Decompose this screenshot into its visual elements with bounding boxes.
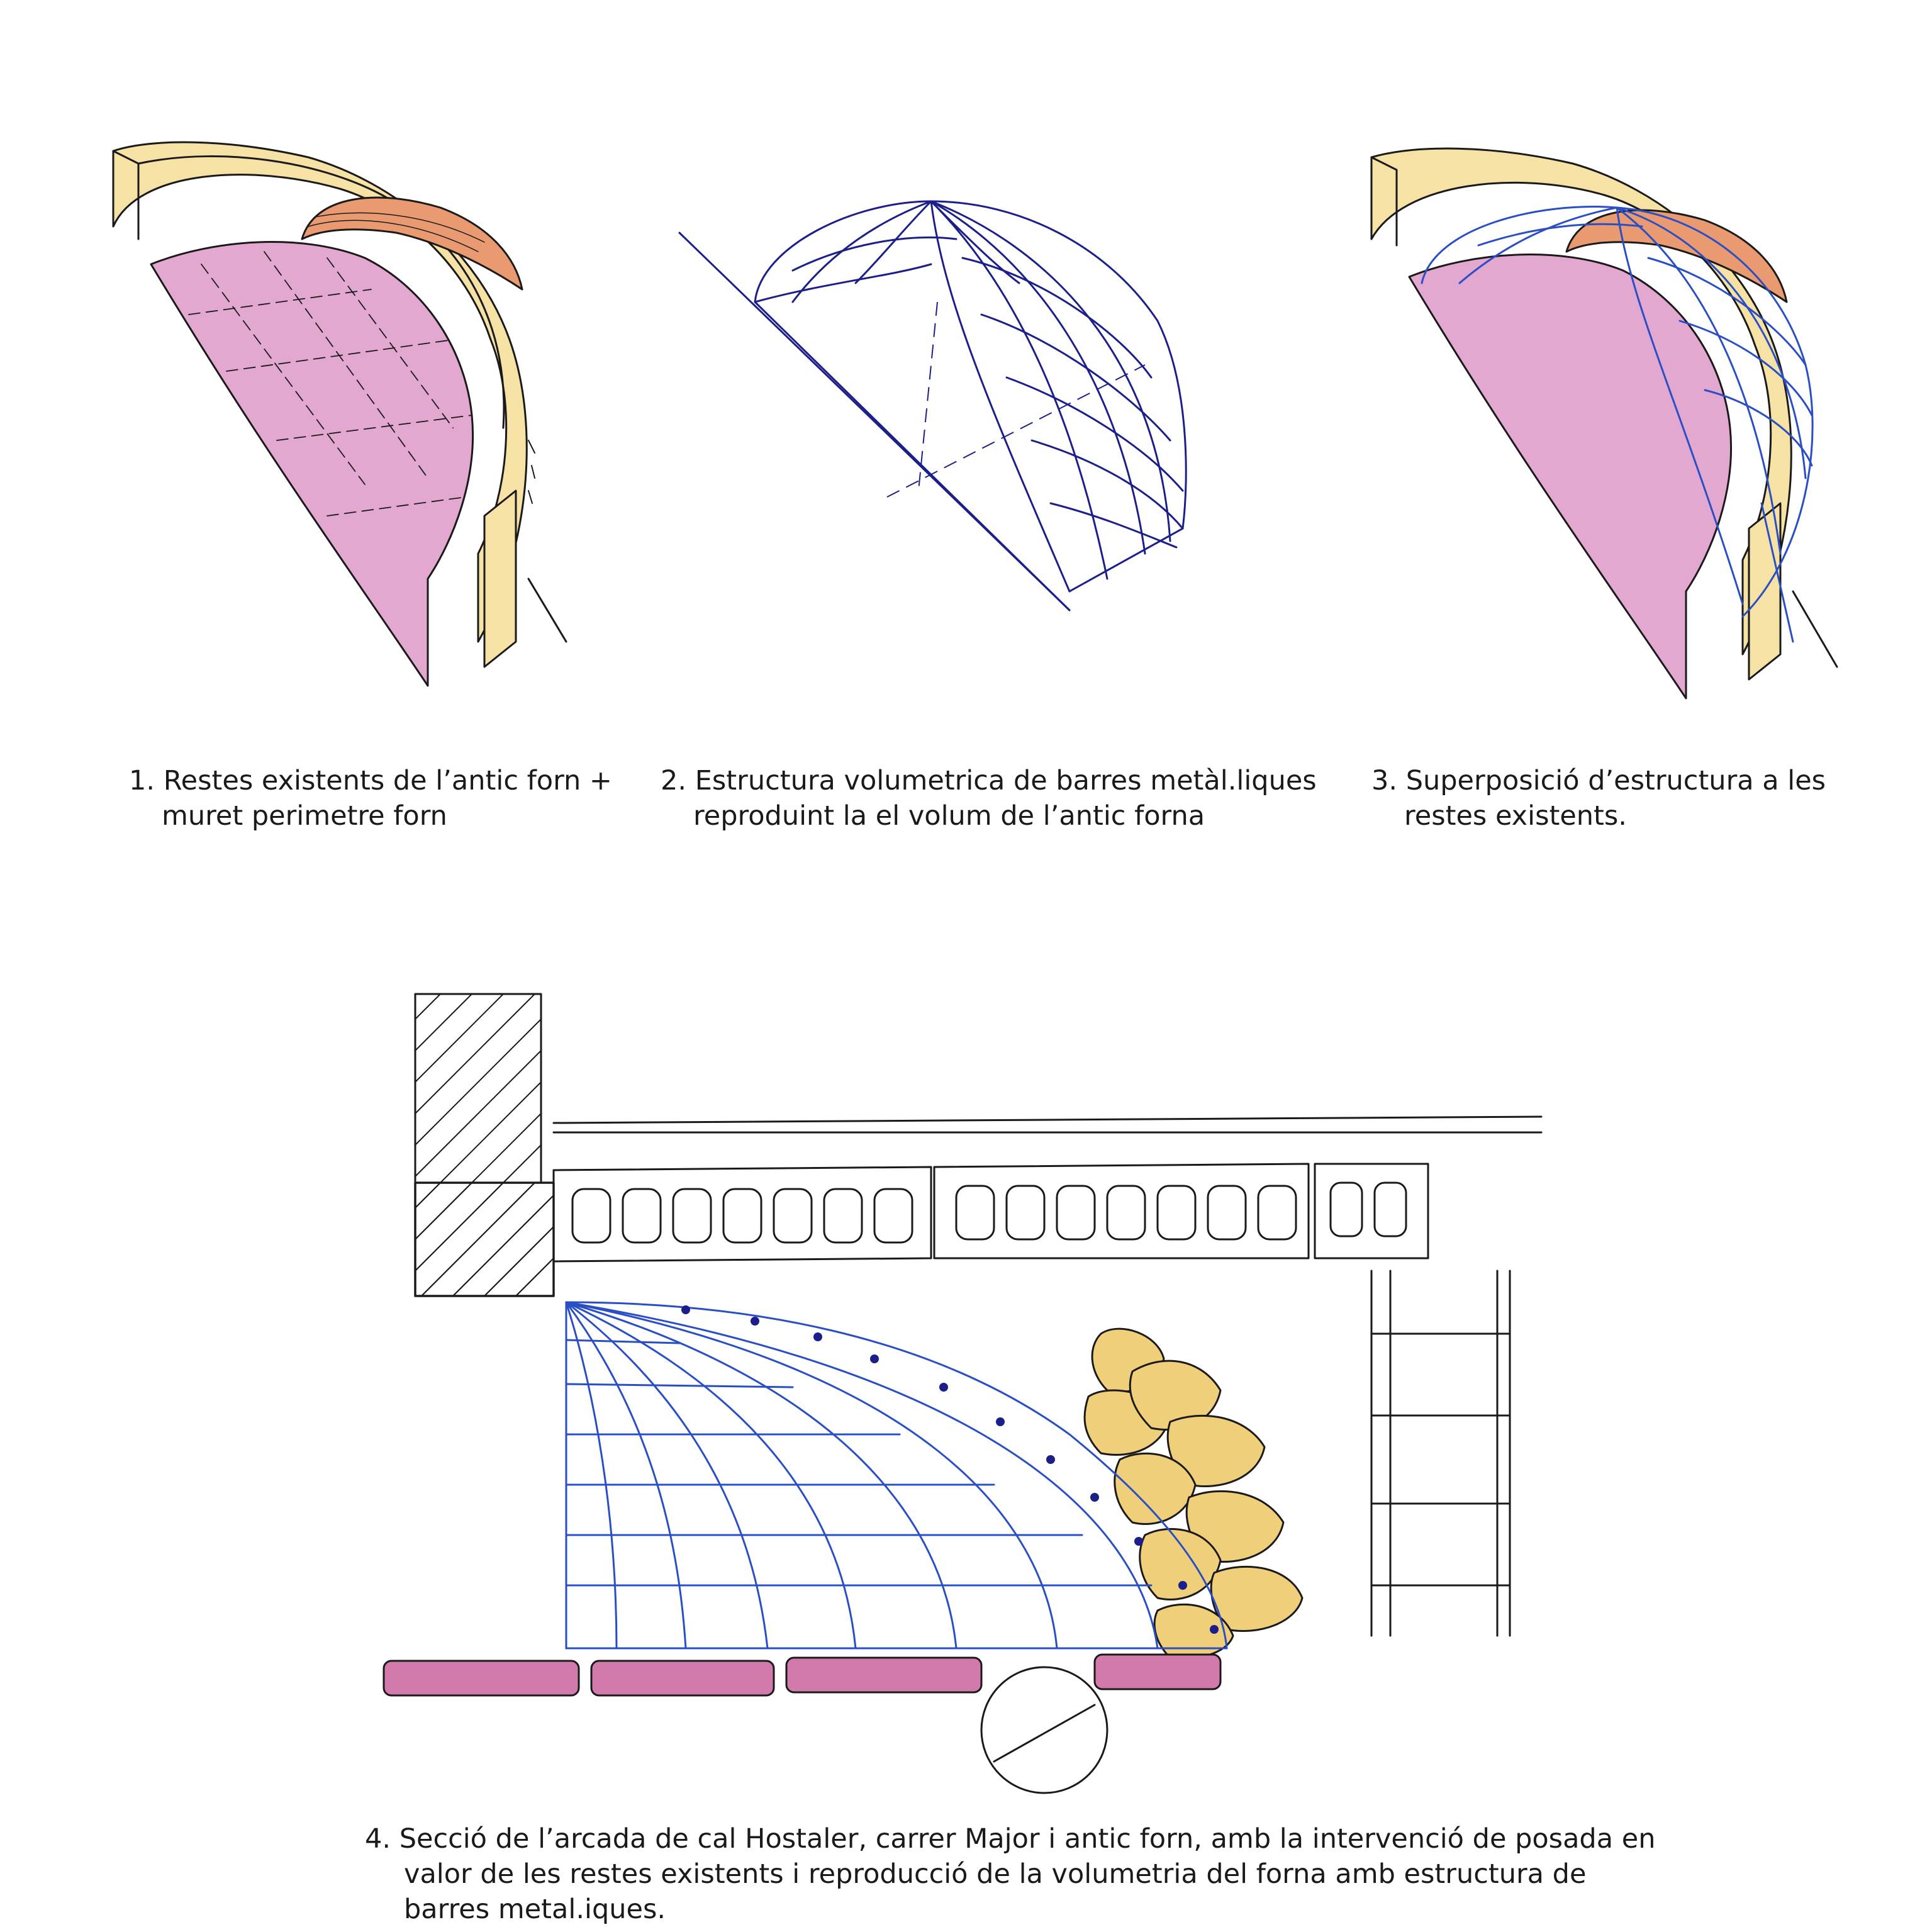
caption-number: 4. [365,1823,391,1855]
caption-panel-4: 4. Secció de l’arcada de cal Hostaler, c… [365,1821,1655,1927]
sketch-existing-remains [112,141,567,687]
sketch-section [382,993,1543,1794]
caption-text: restes existents. [1404,800,1627,832]
caption-text: muret perimetre forn [162,800,447,832]
caption-panel-3: 3. Superposició d’estructura a les reste… [1371,763,1826,834]
caption-panel-2: 2. Estructura volumetrica de barres metà… [661,763,1317,834]
sketch-superposition [1370,147,1838,700]
caption-number: 3. [1371,765,1398,796]
caption-text: Secció de l’arcada de cal Hostaler, carr… [399,1823,1656,1855]
caption-number: 1. [129,765,155,796]
caption-panel-1: 1. Restes existents de l’antic forn + mu… [129,763,612,834]
sketch-volumetric-structure [678,200,1187,611]
caption-text: barres metal.iques. [404,1894,666,1925]
caption-text: valor de les restes existents i reproduc… [404,1858,1587,1890]
caption-text: Restes existents de l’antic forn + [163,765,612,796]
caption-text: Superposició d’estructura a les [1405,765,1826,796]
caption-text: Estructura volumetrica de barres metàl.l… [695,765,1317,796]
caption-number: 2. [661,765,687,796]
caption-text: reproduint la el volum de l’antic forna [693,800,1205,832]
